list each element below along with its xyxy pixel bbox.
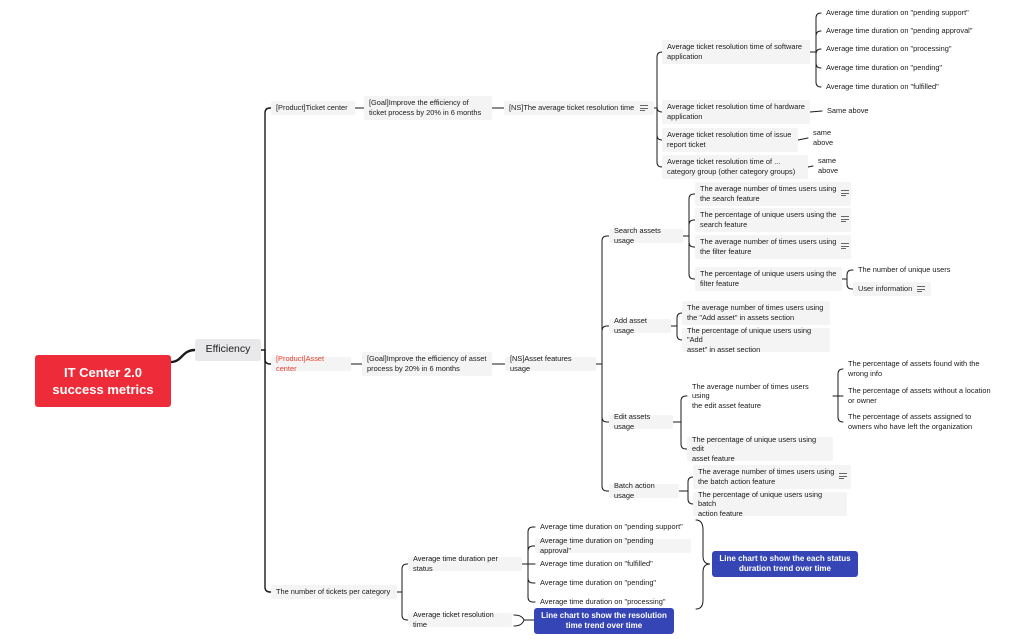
note-icon <box>841 243 849 249</box>
category-status-pending[interactable]: Average time duration on "pending" <box>540 578 657 588</box>
connector-line <box>656 107 663 168</box>
connector-line <box>687 476 694 492</box>
connector-line <box>401 591 409 621</box>
connector-line <box>601 363 610 492</box>
category-status-pending-approval[interactable]: Average time duration on "pending approv… <box>535 536 691 555</box>
ticket-status-processing[interactable]: Average time duration on "processing" <box>826 44 952 54</box>
edit-assets-node[interactable]: Edit assets usage <box>609 412 673 431</box>
connector-line <box>846 278 854 290</box>
connector-line <box>601 235 610 365</box>
connector-line <box>680 395 688 423</box>
ticket-ns-node[interactable]: [NS]The average ticket resolution time <box>504 101 654 115</box>
resolution-trend-callout[interactable]: Line chart to show the resolution time t… <box>534 608 674 634</box>
connector-line <box>656 106 663 113</box>
hardware-node[interactable]: Average ticket resolution time of hardwa… <box>662 100 810 124</box>
connector-line <box>837 368 844 397</box>
asset-ns-node[interactable]: [NS]Asset features usage <box>505 354 596 373</box>
connector-line <box>601 363 610 423</box>
connector-line <box>815 30 822 53</box>
other-category-node[interactable]: Average ticket resolution time of ... ca… <box>662 155 808 179</box>
add-unique-node[interactable]: The percentage of unique users using "Ad… <box>682 326 830 354</box>
note-icon <box>841 216 849 222</box>
connector-line <box>676 325 683 341</box>
per-status-node[interactable]: Average time duration per status <box>408 554 522 573</box>
connector-line <box>688 219 696 237</box>
connector-line <box>656 51 663 109</box>
no-owner-node[interactable]: The percentage of assets without a locat… <box>848 386 991 405</box>
other-category-note[interactable]: same above <box>818 156 839 175</box>
edit-unique-node[interactable]: The percentage of unique users using edi… <box>687 435 833 463</box>
connector-line <box>264 107 272 351</box>
user-information-node[interactable]: User information <box>853 282 931 296</box>
ticket-goal-node[interactable]: [Goal]Improve the efficiency of ticket p… <box>364 96 492 120</box>
tickets-per-category-node[interactable]: The number of tickets per category <box>271 585 397 599</box>
add-asset-node[interactable]: Add asset usage <box>609 316 671 335</box>
connector-line <box>815 51 822 88</box>
ticket-status-pending[interactable]: Average time duration on "pending" <box>826 63 943 73</box>
connector-line <box>807 165 814 168</box>
connector-line <box>837 395 844 423</box>
connector-line <box>169 348 197 364</box>
connector-line <box>846 269 854 280</box>
connector-line <box>688 235 696 280</box>
connector-line <box>687 490 694 505</box>
status-trend-callout[interactable]: Line chart to show the each status durat… <box>712 551 858 577</box>
note-icon <box>841 190 849 196</box>
unique-users-node[interactable]: The number of unique users <box>858 265 951 275</box>
search-unique-node[interactable]: The percentage of unique users using the… <box>695 208 851 232</box>
note-icon <box>917 286 925 292</box>
ticket-status-fulfilled[interactable]: Average time duration on "fulfilled" <box>826 82 939 92</box>
batch-unique-node[interactable]: The percentage of unique users using bat… <box>693 490 847 518</box>
search-assets-node[interactable]: Search assets usage <box>609 226 683 245</box>
connector-line <box>527 545 536 565</box>
connector-line <box>797 137 809 141</box>
category-status-processing[interactable]: Average time duration on "processing" <box>540 597 666 607</box>
batch-count-node[interactable]: The average number of times users using … <box>693 465 851 489</box>
connector-line <box>601 325 610 365</box>
ticket-status-pending-support[interactable]: Average time duration on "pending suppor… <box>826 8 969 18</box>
connector-line <box>527 526 536 565</box>
connector-line <box>815 12 822 53</box>
root-node[interactable]: IT Center 2.0 success metrics <box>35 355 171 407</box>
search-count-node[interactable]: The average number of times users using … <box>695 182 851 206</box>
left-org-node[interactable]: The percentage of assets assigned to own… <box>848 412 973 431</box>
note-icon <box>839 473 847 479</box>
batch-action-node[interactable]: Batch action usage <box>609 481 679 500</box>
connector-line <box>401 563 409 593</box>
connector-line <box>695 519 711 610</box>
connector-line <box>688 193 696 237</box>
edit-count-node[interactable]: The average number of times users using … <box>692 381 809 410</box>
ticket-status-pending-approval[interactable]: Average time duration on "pending approv… <box>826 26 973 36</box>
wrong-info-node[interactable]: The percentage of assets found with the … <box>848 359 980 378</box>
note-icon <box>640 105 648 111</box>
software-node[interactable]: Average ticket resolution time of softwa… <box>662 40 810 64</box>
connector-line <box>527 563 536 584</box>
issue-node[interactable]: Average ticket resolution time of issue … <box>662 128 798 152</box>
connector-line <box>680 421 688 450</box>
filter-unique-node[interactable]: The percentage of unique users using the… <box>695 267 842 291</box>
connector-line <box>513 614 525 627</box>
hardware-note[interactable]: Same above <box>827 106 869 116</box>
ticket-center-node[interactable]: [Product]Ticket center <box>271 101 355 115</box>
resolution-time-node[interactable]: Average ticket resolution time <box>408 610 512 629</box>
connector-line <box>676 312 683 327</box>
connector-line <box>527 563 536 603</box>
efficiency-node[interactable]: Efficiency <box>195 339 261 361</box>
filter-count-node[interactable]: The average number of times users using … <box>695 235 851 259</box>
category-status-pending-support[interactable]: Average time duration on "pending suppor… <box>540 522 683 532</box>
issue-note[interactable]: same above <box>813 128 834 147</box>
connector-line <box>809 110 823 113</box>
category-status-fulfilled[interactable]: Average time duration on "fulfilled" <box>540 559 653 569</box>
asset-center-node[interactable]: [Product]Asset center <box>271 354 351 373</box>
asset-goal-node[interactable]: [Goal]Improve the efficiency of asset pr… <box>362 352 492 376</box>
connector-line <box>264 349 272 593</box>
add-count-node[interactable]: The average number of times users using … <box>682 301 830 325</box>
